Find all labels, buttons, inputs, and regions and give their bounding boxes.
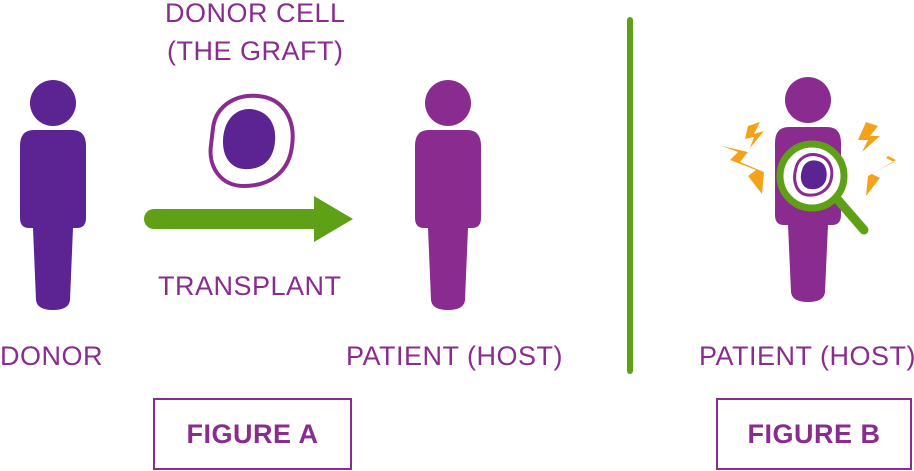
figure-b-label: FIGURE B	[747, 418, 881, 449]
donor-cell-icon	[208, 93, 295, 189]
lightning-icon	[722, 122, 764, 194]
patient-a-person-icon	[415, 80, 481, 310]
transplant-label: TRANSPLANT	[158, 271, 342, 301]
magnifying-glass-icon	[776, 140, 869, 235]
figure-a-caption: FIGURE A	[153, 398, 352, 470]
donor-person-icon	[20, 80, 86, 310]
donor-cell-label-line2: (THE GRAFT)	[167, 36, 344, 66]
patient-a-label: PATIENT (HOST)	[346, 341, 564, 371]
arrow-right-icon	[144, 196, 353, 242]
patient-b-label: PATIENT (HOST)	[699, 341, 914, 371]
donor-cell-label-line1: DONOR CELL	[165, 0, 346, 28]
donor-label: DONOR	[0, 341, 103, 371]
lightning-icon	[858, 122, 900, 196]
figure-a-label: FIGURE A	[186, 418, 319, 449]
figure-b-caption: FIGURE B	[716, 398, 912, 470]
divider-line	[627, 17, 633, 374]
